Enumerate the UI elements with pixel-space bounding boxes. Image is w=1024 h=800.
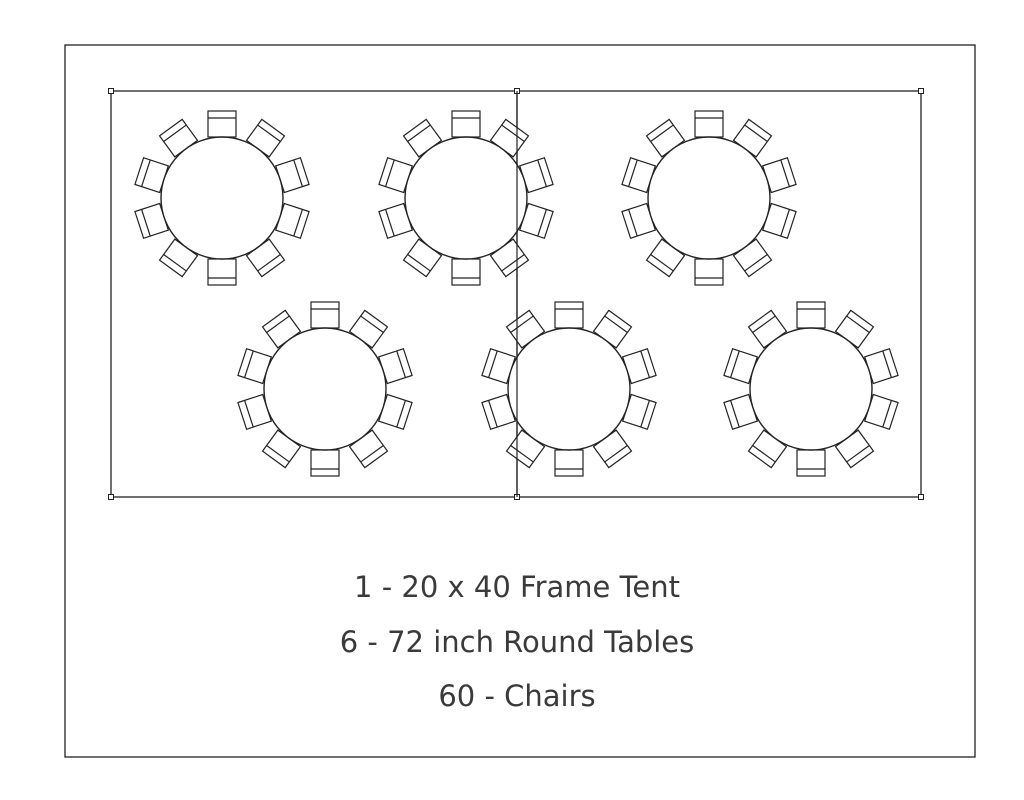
chair (694, 258, 724, 286)
chair (134, 202, 170, 239)
page-border (64, 44, 976, 758)
table-count-label: 6 - 72 inch Round Tables (339, 625, 695, 659)
chair (451, 258, 481, 286)
chair (451, 110, 481, 138)
round-table (160, 136, 284, 260)
round-table-group (378, 110, 554, 286)
round-table (507, 327, 631, 451)
round-table-group (134, 110, 310, 286)
round-table (749, 327, 873, 451)
tent-post (918, 494, 924, 500)
chair (554, 449, 584, 477)
chair (310, 449, 340, 477)
round-table (263, 327, 387, 451)
chair (207, 258, 237, 286)
chair (761, 157, 797, 194)
chair (261, 309, 302, 349)
tent-post (918, 88, 924, 94)
chair (761, 202, 797, 239)
chair (796, 301, 826, 329)
chair (621, 157, 657, 194)
chair-count-label: 60 - Chairs (438, 679, 596, 713)
tent-count-label: 1 - 20 x 40 Frame Tent (354, 570, 680, 604)
tent-post (108, 494, 114, 500)
round-table (647, 136, 771, 260)
round-table-group (723, 301, 899, 477)
round-table (404, 136, 528, 260)
chair (796, 449, 826, 477)
chair (134, 157, 170, 194)
round-table-group (237, 301, 413, 477)
tent-post (108, 88, 114, 94)
chair (621, 348, 657, 385)
chair (554, 301, 584, 329)
round-table-group (621, 110, 797, 286)
chair (310, 301, 340, 329)
chair (207, 110, 237, 138)
chair (694, 110, 724, 138)
round-table-group (481, 301, 657, 477)
